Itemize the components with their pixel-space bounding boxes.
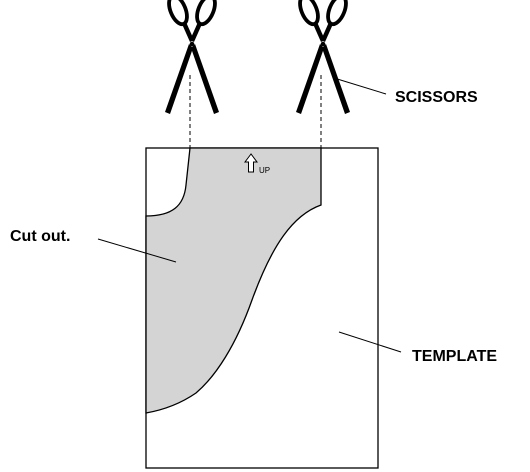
template-label: TEMPLATE (412, 348, 497, 365)
cut-out-region (145, 147, 322, 414)
scissors-label: SCISSORS (395, 89, 478, 106)
scissors-icon (294, 0, 352, 116)
up-arrow-icon (244, 153, 258, 173)
scissors-icon (163, 0, 221, 116)
cut-out-label: Cut out. (10, 228, 70, 245)
up-label: UP (259, 166, 270, 175)
scissors-leader-line (333, 77, 387, 95)
cut-out-leader-line (97, 238, 177, 263)
template-leader-line (338, 331, 402, 353)
